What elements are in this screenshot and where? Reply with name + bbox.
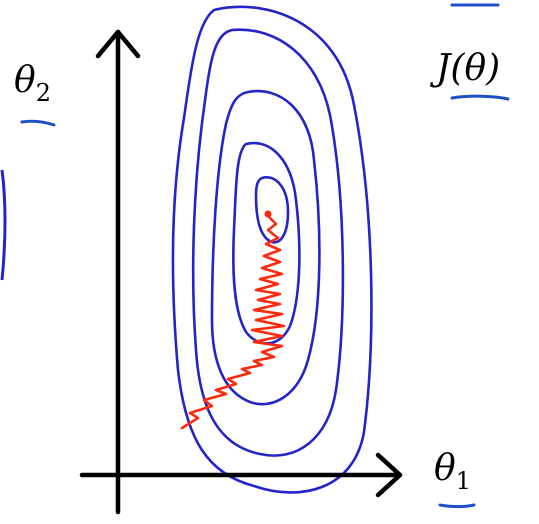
theta1-underline bbox=[438, 503, 476, 508]
contour-inner bbox=[254, 176, 290, 244]
contour-3 bbox=[210, 89, 321, 406]
theta2-subscript: 2 bbox=[36, 79, 51, 107]
contour-outer bbox=[171, 5, 373, 494]
cost-function-label: J(θ) bbox=[429, 48, 500, 89]
theta1-var: θ bbox=[434, 448, 456, 489]
minimum-point bbox=[264, 210, 272, 218]
contour-2 bbox=[232, 141, 301, 345]
theta1-subscript: 1 bbox=[456, 467, 471, 495]
left-edge-stroke bbox=[0, 169, 7, 281]
cost-function-underline bbox=[450, 94, 510, 101]
gradient-descent-path bbox=[180, 214, 286, 430]
theta2-var: θ bbox=[14, 60, 36, 101]
contour-4 bbox=[191, 28, 345, 457]
x-axis-arrowhead bbox=[375, 452, 403, 498]
y-axis-arrowhead bbox=[95, 29, 141, 59]
theta2-underline bbox=[20, 119, 56, 127]
theta1-label: θ1 bbox=[434, 448, 471, 495]
theta2-label: θ2 bbox=[14, 60, 51, 107]
